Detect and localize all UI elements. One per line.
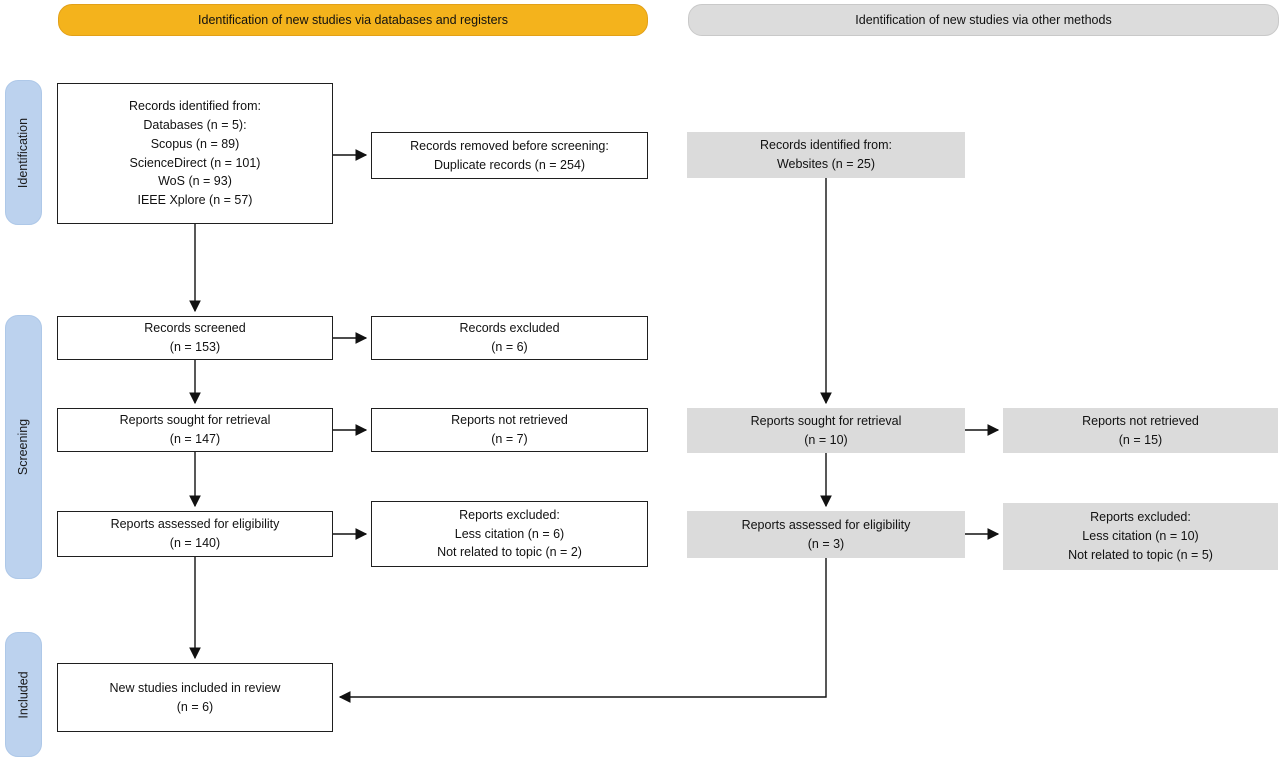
box-reports-excluded-other: Reports excluded: Less citation (n = 10)… <box>1003 503 1278 570</box>
box-new-studies-included: New studies included in review (n = 6) <box>57 663 333 732</box>
stage-included-label: Included <box>16 670 31 719</box>
box-records-screened: Records screened (n = 153) <box>57 316 333 360</box>
box-reports-assessed-databases: Reports assessed for eligibility (n = 14… <box>57 511 333 557</box>
box-reports-not-retrieved-other: Reports not retrieved (n = 15) <box>1003 408 1278 453</box>
box-records-removed-before-screening: Records removed before screening: Duplic… <box>371 132 648 179</box>
stage-included: Included <box>5 632 42 757</box>
box-records-identified-databases: Records identified from: Databases (n = … <box>57 83 333 224</box>
stage-screening-label: Screening <box>16 418 31 476</box>
arrow-assessed-other-to-included <box>338 558 827 703</box>
box-reports-assessed-other: Reports assessed for eligibility (n = 3) <box>687 511 965 558</box>
box-reports-sought-other: Reports sought for retrieval (n = 10) <box>687 408 965 453</box>
box-records-excluded: Records excluded (n = 6) <box>371 316 648 360</box>
box-reports-excluded-databases: Reports excluded: Less citation (n = 6) … <box>371 501 648 567</box>
header-databases-registers: Identification of new studies via databa… <box>58 4 648 36</box>
box-reports-not-retrieved-databases: Reports not retrieved (n = 7) <box>371 408 648 452</box>
stage-identification-label: Identification <box>16 117 31 188</box>
stage-screening: Screening <box>5 315 42 579</box>
box-records-identified-websites: Records identified from: Websites (n = 2… <box>687 132 965 178</box>
box-reports-sought-databases: Reports sought for retrieval (n = 147) <box>57 408 333 452</box>
header-other-methods: Identification of new studies via other … <box>688 4 1279 36</box>
stage-identification: Identification <box>5 80 42 225</box>
